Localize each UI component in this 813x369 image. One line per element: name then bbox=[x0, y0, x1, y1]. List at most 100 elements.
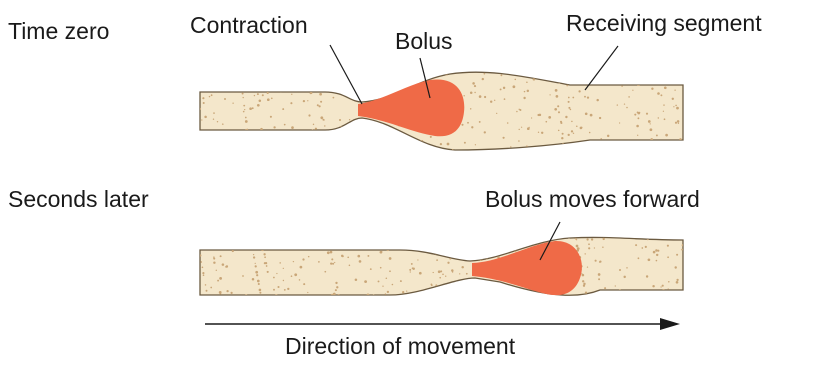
receiving-segment-label: Receiving segment bbox=[566, 12, 762, 35]
tube-speckle bbox=[573, 133, 574, 134]
tube-speckle bbox=[249, 107, 252, 110]
tube-speckle bbox=[596, 99, 598, 101]
tube-speckle bbox=[333, 293, 336, 296]
tube-speckle bbox=[324, 125, 325, 126]
tube-speckle bbox=[467, 122, 469, 124]
tube-speckle bbox=[348, 239, 349, 240]
tube-speckle bbox=[330, 251, 333, 254]
tube-speckle bbox=[375, 74, 377, 76]
tube-speckle bbox=[461, 266, 463, 268]
tube-speckle bbox=[242, 93, 244, 95]
tube-speckle bbox=[200, 86, 203, 89]
tube-speckle bbox=[355, 278, 358, 281]
tube-speckle bbox=[269, 80, 271, 82]
tube-speckle bbox=[262, 244, 264, 246]
tube-speckle bbox=[484, 131, 486, 133]
tube-speckle bbox=[482, 78, 484, 80]
tube-speckle bbox=[316, 81, 317, 82]
tube-speckle bbox=[213, 258, 215, 260]
tube-speckle bbox=[238, 145, 240, 147]
tube-speckle bbox=[248, 144, 251, 147]
tube-speckle bbox=[270, 246, 272, 248]
tube-speckle bbox=[285, 73, 286, 74]
tube-speckle bbox=[417, 75, 418, 76]
tube-speckle bbox=[238, 69, 240, 71]
tube-speckle bbox=[443, 295, 444, 296]
tube-speckle bbox=[651, 295, 653, 297]
tube-speckle bbox=[330, 262, 332, 264]
tube-speckle bbox=[212, 247, 214, 249]
tube-speckle bbox=[218, 247, 221, 250]
tube-speckle bbox=[626, 267, 627, 268]
tube-speckle bbox=[474, 85, 476, 87]
tube-speckle bbox=[482, 237, 484, 239]
tube-speckle bbox=[636, 125, 639, 128]
tube-speckle bbox=[365, 86, 367, 88]
tube-speckle bbox=[257, 142, 259, 144]
tube-speckle bbox=[405, 147, 407, 149]
tube-speckle bbox=[303, 100, 305, 102]
tube-speckle bbox=[230, 292, 232, 294]
tube-speckle bbox=[203, 274, 205, 276]
tube-speckle bbox=[638, 257, 640, 259]
tube-speckle bbox=[320, 80, 322, 82]
tube-speckle bbox=[387, 82, 389, 84]
tube-speckle bbox=[658, 117, 659, 118]
tube-speckle bbox=[271, 246, 273, 248]
tube-speckle bbox=[253, 254, 254, 255]
tube-speckle bbox=[598, 278, 600, 280]
tube-speckle bbox=[208, 89, 211, 92]
tube-speckle bbox=[338, 241, 341, 244]
seconds-later-label: Seconds later bbox=[8, 188, 149, 211]
tube-speckle bbox=[634, 114, 636, 116]
tube-speckle bbox=[320, 101, 322, 103]
tube-speckle bbox=[515, 79, 517, 81]
tube-speckle bbox=[648, 258, 651, 261]
tube-speckle bbox=[507, 122, 509, 124]
tube-speckle bbox=[682, 69, 683, 70]
tube-speckle bbox=[367, 293, 370, 296]
tube-speckle bbox=[641, 77, 643, 79]
tube-speckle bbox=[387, 249, 389, 251]
tube-speckle bbox=[259, 77, 260, 78]
tube-speckle bbox=[602, 238, 604, 240]
tube-speckle bbox=[650, 128, 653, 131]
tube-speckle bbox=[262, 94, 264, 96]
tube-speckle bbox=[452, 271, 453, 272]
tube-speckle bbox=[312, 88, 314, 90]
tube-speckle bbox=[646, 113, 648, 115]
tube-speckle bbox=[612, 143, 614, 145]
tube-speckle bbox=[308, 256, 310, 258]
tube-speckle bbox=[303, 283, 305, 285]
tube-speckle bbox=[600, 149, 602, 151]
tube-seconds-later-body bbox=[200, 237, 683, 295]
tube-speckle bbox=[255, 265, 257, 267]
tube-speckle bbox=[339, 119, 341, 121]
bolus-seconds-later bbox=[472, 241, 582, 295]
tube-speckle bbox=[645, 246, 647, 248]
tube-speckle bbox=[217, 280, 219, 282]
tube-speckle bbox=[418, 241, 419, 242]
tube-speckle bbox=[435, 244, 437, 246]
tube-speckle bbox=[211, 244, 213, 246]
tube-speckle bbox=[317, 146, 318, 147]
tube-speckle bbox=[619, 122, 620, 123]
tube-speckle bbox=[461, 124, 463, 126]
tube-speckle bbox=[589, 132, 591, 134]
tube-speckle bbox=[628, 96, 630, 98]
tube-speckle bbox=[667, 142, 669, 144]
tube-speckle bbox=[260, 235, 262, 237]
tube-speckle bbox=[564, 75, 566, 77]
tube-speckle bbox=[200, 84, 202, 86]
tube-speckle bbox=[368, 84, 370, 86]
tube-speckle bbox=[501, 287, 502, 288]
tube-speckle bbox=[480, 244, 482, 246]
tube-speckle bbox=[594, 296, 596, 298]
tube-speckle bbox=[562, 133, 564, 135]
tube-speckle bbox=[572, 97, 574, 99]
tube-speckle bbox=[586, 238, 588, 240]
tube-speckle bbox=[673, 106, 674, 107]
tube-speckle bbox=[272, 237, 274, 239]
tube-speckle bbox=[664, 86, 667, 89]
tube-speckle bbox=[435, 284, 437, 286]
